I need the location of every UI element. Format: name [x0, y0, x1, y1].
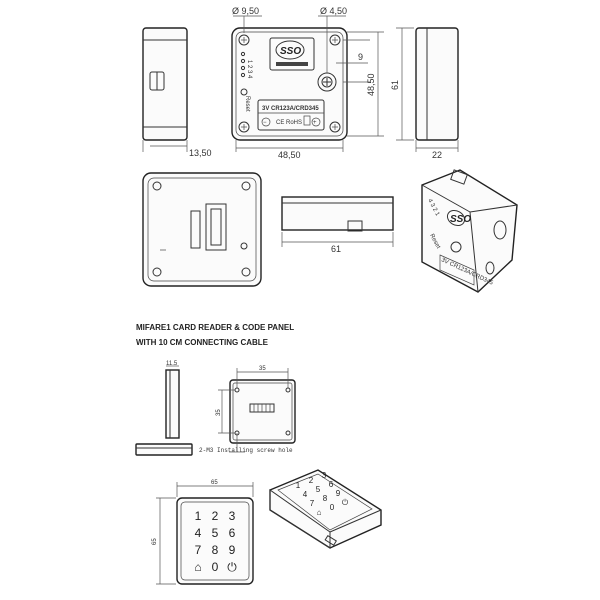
dim-height-front: 48,50	[366, 73, 376, 96]
front-view: SSO 1 2 3 4 Reset 3V CR123A/CRD345	[231, 6, 384, 160]
dim-offset: 9	[358, 52, 363, 62]
keypad-key: 1	[195, 509, 202, 523]
isometric-view: SSO 4 3 2 1 Reset 3V CR123A/CRD345	[421, 169, 518, 293]
dim-depth-left: 13,50	[189, 148, 212, 158]
keypad-key: 7	[195, 543, 202, 557]
led-column: 1 2 3 4	[240, 51, 252, 79]
dim-depth-right: 22	[432, 150, 442, 160]
reader-bottom-view: 2-M3 Installing screw hole	[135, 443, 293, 456]
keypad-key-iso: ⏻	[342, 498, 349, 507]
screw-top-right	[329, 34, 341, 46]
keypad-key-iso: 7	[310, 499, 315, 508]
keypad-key: 9	[229, 543, 236, 557]
dim-height-side: 61	[390, 80, 400, 90]
mifare-title-line1: MIFARE1 CARD READER & CODE PANEL	[136, 323, 294, 332]
battery-label-text: 3V CR123A/CRD345	[262, 106, 319, 112]
brand-logo: SSO	[269, 37, 315, 71]
keypad-key-iso: 5	[316, 485, 321, 494]
battery-label-panel: 3V CR123A/CRD345 − CE RoHS +	[257, 99, 325, 131]
keypad-key: 6	[229, 526, 236, 540]
keypad-key: 4	[195, 526, 202, 540]
back-view	[142, 172, 262, 287]
reader-side-view: 11.5	[165, 361, 180, 439]
keypad-key-iso: 1	[296, 481, 301, 490]
dim-hole-spacing-v: 35	[216, 409, 222, 416]
svg-text:−: −	[263, 120, 267, 126]
screw-top-left	[238, 34, 250, 46]
dim-thickness: 11.5	[166, 361, 178, 367]
keypad-key-iso: 9	[336, 489, 341, 498]
dim-hole-right: Ø 4,50	[320, 6, 347, 16]
svg-text:+: +	[313, 120, 317, 126]
keypad-key-iso: 6	[329, 480, 334, 489]
screw-bottom-right	[329, 121, 341, 133]
keypad-key-iso: 4	[303, 490, 308, 499]
keypad-key-iso: 2	[309, 476, 314, 485]
dim-panel-height: 65	[152, 538, 158, 545]
ce-rohs-label: CE RoHS	[276, 120, 302, 126]
side-view-bolt: 61	[281, 196, 394, 254]
keypad-key-iso: 3	[322, 471, 327, 480]
screw-note: 2-M3 Installing screw hole	[199, 447, 293, 454]
keypad-key-iso: ⌂	[317, 508, 322, 517]
dim-hole-spacing-h: 35	[259, 366, 266, 372]
dim-width-front: 48,50	[278, 150, 301, 160]
mifare-title-line2: WITH 10 CM CONNECTING CABLE	[136, 338, 269, 347]
keypad-key: 2	[212, 509, 219, 523]
dim-hole-left: Ø 9,50	[232, 6, 259, 16]
keypad-key: 8	[212, 543, 219, 557]
screw-bottom-left	[238, 121, 250, 133]
reader-back-view: 35 35	[216, 366, 296, 453]
mifare-title: MIFARE1 CARD READER & CODE PANEL WITH 10…	[136, 323, 294, 347]
side-view-right: 61 22	[390, 27, 459, 160]
keypad-key: ⌂	[194, 560, 201, 574]
keypad-key-iso: 8	[323, 494, 328, 503]
keypad-key-iso: 0	[330, 503, 335, 512]
brand-logo-iso: SSO	[450, 214, 471, 225]
reset-label-front: Reset	[244, 96, 250, 112]
side-view-left: 13,50	[142, 27, 212, 158]
reset-button-front: Reset	[240, 88, 250, 112]
led-labels: 1 2 3 4	[246, 60, 252, 79]
keypad-key: 5	[212, 526, 219, 540]
keypad-iso-view: 123 456 789 ⌂ 0 ⏻	[269, 469, 382, 549]
brand-logo-text: SSO	[280, 46, 301, 57]
dim-length: 61	[331, 244, 341, 254]
keypad-iso-keys: 123 456 789 ⌂ 0 ⏻	[296, 471, 349, 517]
keypad-key: ⏻	[227, 560, 237, 574]
keypad-key: 0	[212, 560, 219, 574]
dim-panel-width: 65	[211, 480, 218, 486]
keypad-key: 3	[229, 509, 236, 523]
